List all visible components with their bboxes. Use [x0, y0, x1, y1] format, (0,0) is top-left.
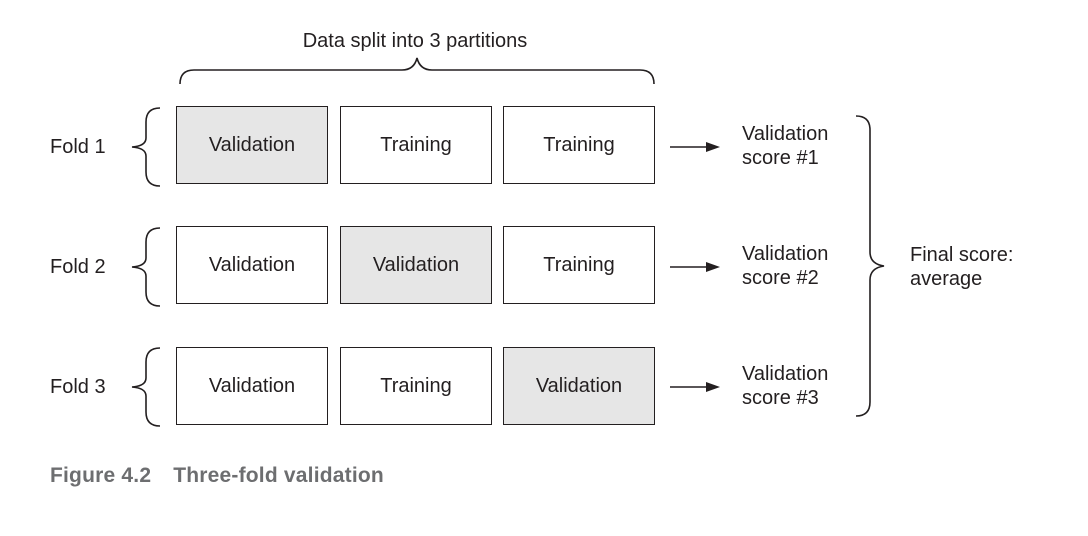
fold-3-score-line2: score #3	[742, 387, 819, 409]
figure-caption: Figure 4.2 Three-fold validation	[50, 464, 384, 488]
fold-3-label: Fold 3	[50, 376, 106, 398]
fold-1-arrow	[670, 142, 720, 152]
fold-1-label: Fold 1	[50, 136, 106, 158]
scores-brace	[855, 115, 885, 417]
fold-2-brace	[131, 227, 161, 307]
fold-1-score-line2: score #1	[742, 147, 819, 169]
fold-2-score-line2: score #2	[742, 267, 819, 289]
fold-3-score: Validation score #3	[742, 362, 828, 410]
fold-3-score-line1: Validation	[742, 363, 829, 385]
partition-label: Data split into 3 partitions	[302, 30, 528, 52]
figure-title: Three-fold validation	[173, 464, 384, 487]
fold-3-brace	[131, 347, 161, 427]
fold-1-partition-2: Training	[340, 106, 492, 184]
figure-number: Figure 4.2	[50, 464, 152, 487]
fold-1-partition-1: Validation	[176, 106, 328, 184]
fold-2-score-line1: Validation	[742, 243, 829, 265]
fold-1-brace	[131, 107, 161, 187]
fold-2-label: Fold 2	[50, 256, 106, 278]
fold-2-score: Validation score #2	[742, 242, 828, 290]
final-score: Final score: average	[910, 243, 1013, 291]
fold-2-arrow	[670, 262, 720, 272]
fold-3-partition-1: Validation	[176, 347, 328, 425]
fold-2-partition-2: Validation	[340, 226, 492, 304]
fold-3-partition-2: Training	[340, 347, 492, 425]
fold-3-partition-3: Validation	[503, 347, 655, 425]
fold-1-partition-3: Training	[503, 106, 655, 184]
fold-1-score: Validation score #1	[742, 122, 828, 170]
top-brace	[179, 57, 655, 85]
fold-3-arrow	[670, 382, 720, 392]
fold-2-partition-3: Training	[503, 226, 655, 304]
fold-1-score-line1: Validation	[742, 123, 829, 145]
fold-2-partition-1: Validation	[176, 226, 328, 304]
final-score-line1: Final score:	[910, 244, 1014, 266]
final-score-line2: average	[910, 268, 983, 290]
